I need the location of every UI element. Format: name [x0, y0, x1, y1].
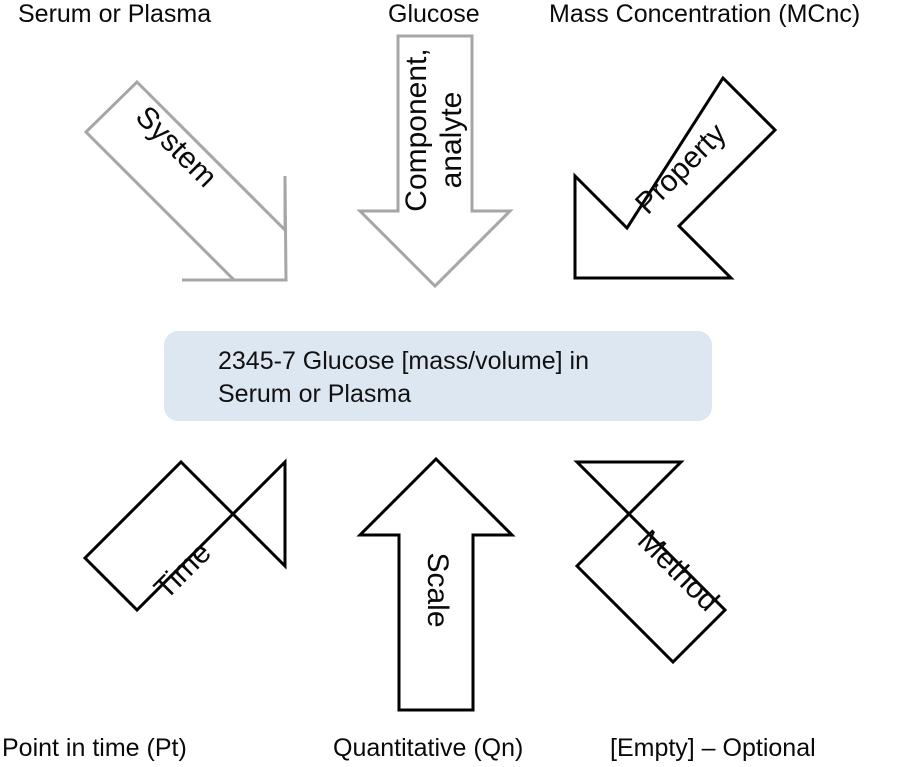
system-arrow-label: System	[129, 100, 223, 194]
component-top-label: Glucose	[388, 0, 480, 28]
time-arrow: Time	[82, 458, 287, 613]
component-arrow: Component, analyte	[356, 34, 514, 289]
scale-bottom-label: Quantitative (Qn)	[333, 734, 524, 762]
time-bottom-label: Point in time (Pt)	[2, 734, 187, 762]
loinc-term-line1: 2345-7 Glucose [mass/volume] in	[218, 347, 590, 375]
time-arrow-label: Time	[148, 536, 218, 606]
property-arrow-label: Property	[629, 117, 733, 221]
property-arrow-shape	[573, 75, 778, 280]
system-top-label: Serum or Plasma	[18, 0, 212, 28]
scale-arrow-label: Scale	[421, 552, 454, 627]
time-arrow-shape	[82, 458, 287, 613]
scale-arrow-shape	[356, 456, 516, 712]
scale-arrow: Scale	[356, 456, 516, 712]
method-arrow-shape	[573, 460, 728, 665]
component-arrow-shape	[356, 34, 514, 289]
method-arrow: Method	[573, 460, 728, 665]
system-arrow-shape	[83, 79, 288, 282]
system-arrow: System	[83, 79, 288, 282]
method-bottom-label: [Empty] – Optional	[610, 734, 816, 762]
property-arrow: Property	[573, 75, 778, 280]
method-arrow-label: Method	[631, 524, 725, 618]
loinc-term-box: 2345-7 Glucose [mass/volume] in Serum or…	[164, 331, 712, 421]
component-arrow-label-line2: analyte	[435, 92, 468, 189]
property-top-label: Mass Concentration (MCnc)	[549, 0, 861, 28]
loinc-term-line2: Serum or Plasma	[218, 380, 412, 409]
component-arrow-label-line1: Component,	[400, 48, 433, 211]
